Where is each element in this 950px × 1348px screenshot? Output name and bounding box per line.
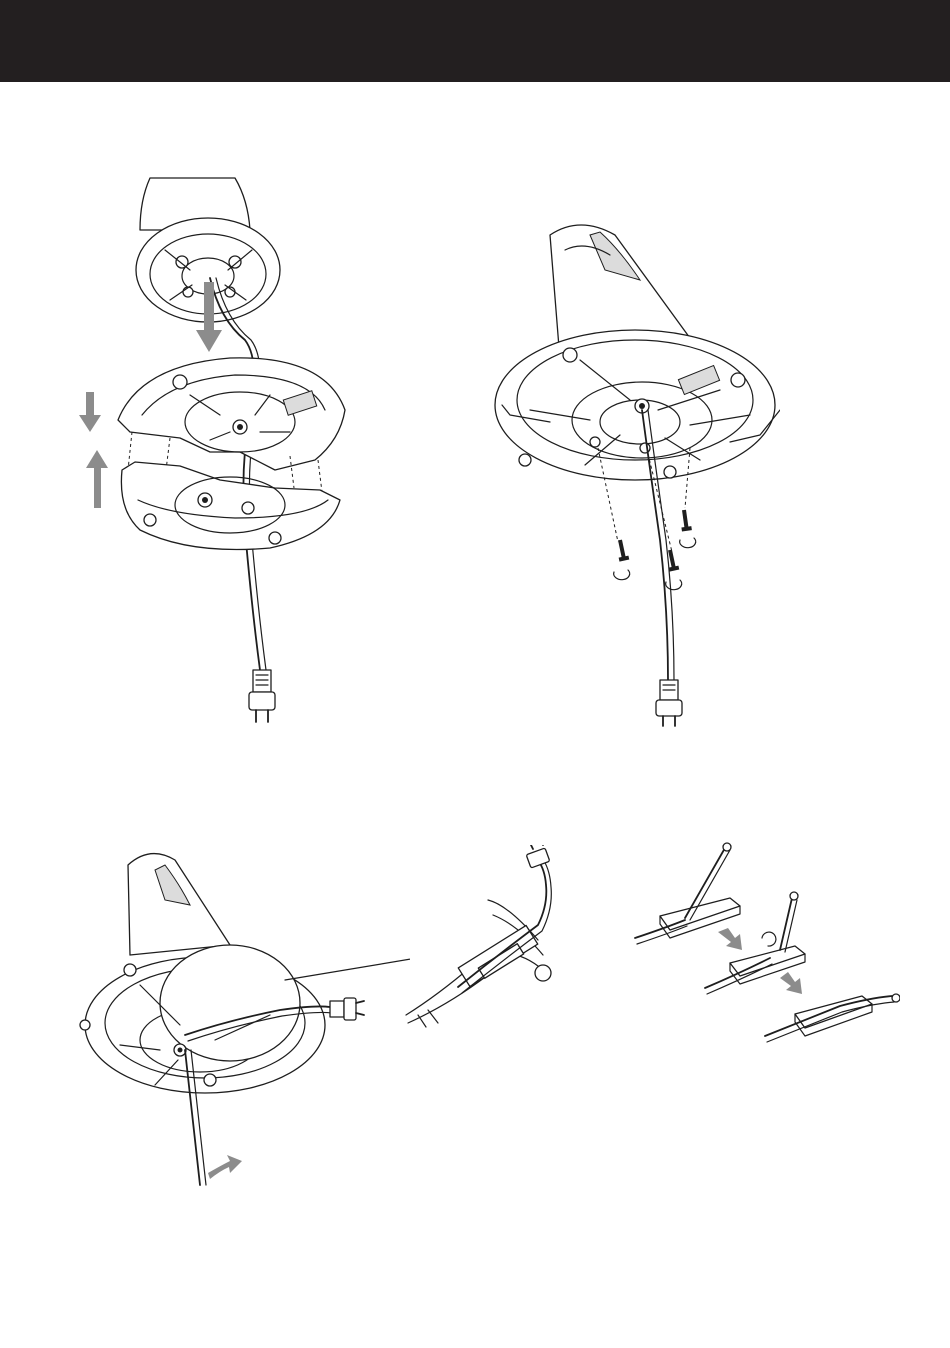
cord-routing-illustration	[70, 845, 410, 1190]
base-screw-fastening-illustration	[490, 210, 780, 730]
cord-clip-detail-illustration	[398, 845, 570, 1035]
cord-clip-sequence-illustration	[630, 838, 900, 1050]
header-bar	[0, 0, 950, 82]
base-assembly-illustration	[70, 170, 370, 730]
